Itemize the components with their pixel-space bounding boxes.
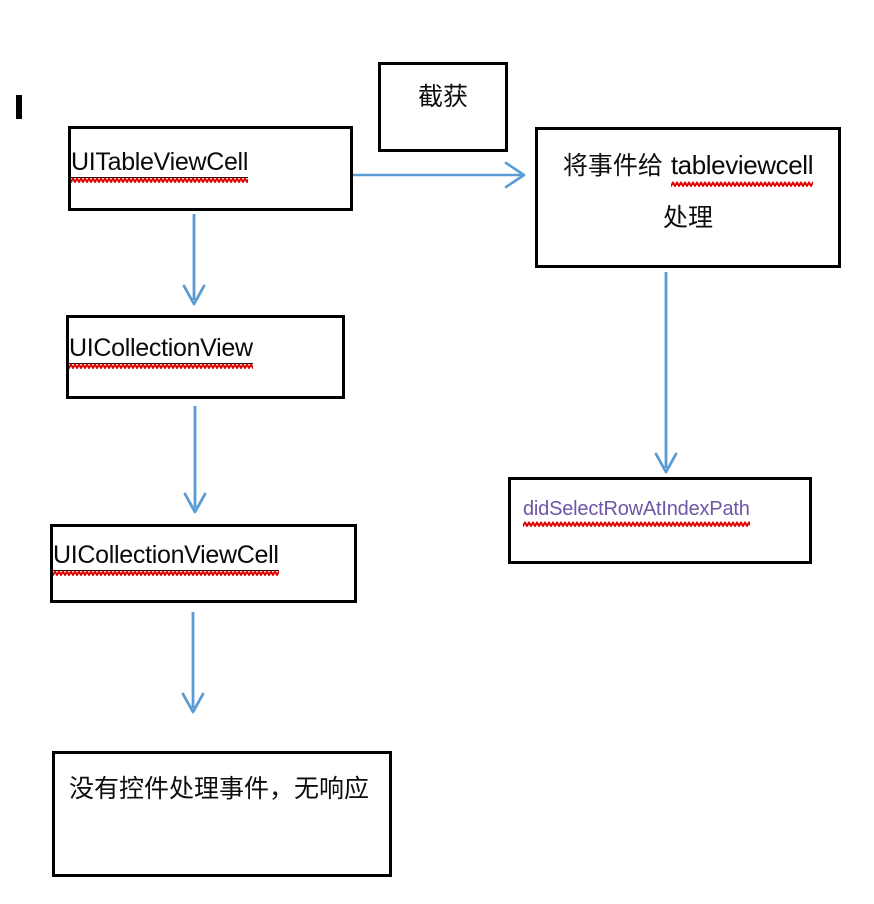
node-didselect-text-wrap: didSelectRowAtIndexPath bbox=[511, 498, 809, 528]
spellcheck-squiggle-icon bbox=[71, 176, 249, 184]
node-uitableviewcell-label: UITableViewCell bbox=[71, 148, 248, 184]
arrow-handover-to-didselect bbox=[649, 270, 689, 482]
node-uicollectionviewcell[interactable]: UICollectionViewCell bbox=[50, 524, 357, 603]
node-handover[interactable]: 将事件给 tableviewcell 处理 bbox=[535, 127, 841, 268]
arrow-uicollectionviewcell-to-noresponder bbox=[176, 610, 216, 722]
node-uitableviewcell-text-wrap: UITableViewCell bbox=[71, 148, 350, 184]
node-uicollectionview-label: UICollectionView bbox=[69, 334, 253, 370]
node-uicollectionview[interactable]: UICollectionView bbox=[66, 315, 345, 399]
text-caret-mark bbox=[16, 95, 22, 119]
arrow-uitableviewcell-to-handover bbox=[350, 155, 540, 195]
node-uitableviewcell[interactable]: UITableViewCell bbox=[68, 126, 353, 211]
node-handover-latin-term: tableviewcell bbox=[670, 150, 813, 188]
node-uicollectionviewcell-text-wrap: UICollectionViewCell bbox=[53, 541, 354, 577]
arrow-uitableviewcell-to-uicollectionview bbox=[178, 212, 218, 312]
node-didselectrowatindexpath[interactable]: didSelectRowAtIndexPath bbox=[508, 477, 812, 564]
node-uicollectionviewcell-label: UICollectionViewCell bbox=[53, 541, 279, 577]
node-intercept[interactable]: 截获 bbox=[378, 62, 508, 152]
node-handover-cjk-prefix: 将事件给 bbox=[562, 151, 671, 180]
node-handover-line2: 处理 bbox=[662, 203, 713, 232]
spellcheck-squiggle-icon bbox=[670, 181, 814, 188]
spellcheck-squiggle-icon bbox=[523, 521, 750, 528]
node-uicollectionview-text-wrap: UICollectionView bbox=[69, 334, 342, 370]
arrow-uicollectionview-to-uicollectionviewcell bbox=[178, 404, 218, 522]
node-handover-line1: 将事件给 tableviewcell bbox=[538, 146, 838, 188]
spellcheck-squiggle-icon bbox=[53, 569, 279, 577]
node-didselect-label: didSelectRowAtIndexPath bbox=[523, 498, 750, 528]
node-no-responder[interactable]: 没有控件处理事件，无响应 bbox=[52, 751, 392, 877]
spellcheck-squiggle-icon bbox=[69, 362, 253, 370]
node-intercept-label: 截获 bbox=[417, 82, 468, 111]
node-no-responder-label: 没有控件处理事件，无响应 bbox=[69, 774, 370, 803]
